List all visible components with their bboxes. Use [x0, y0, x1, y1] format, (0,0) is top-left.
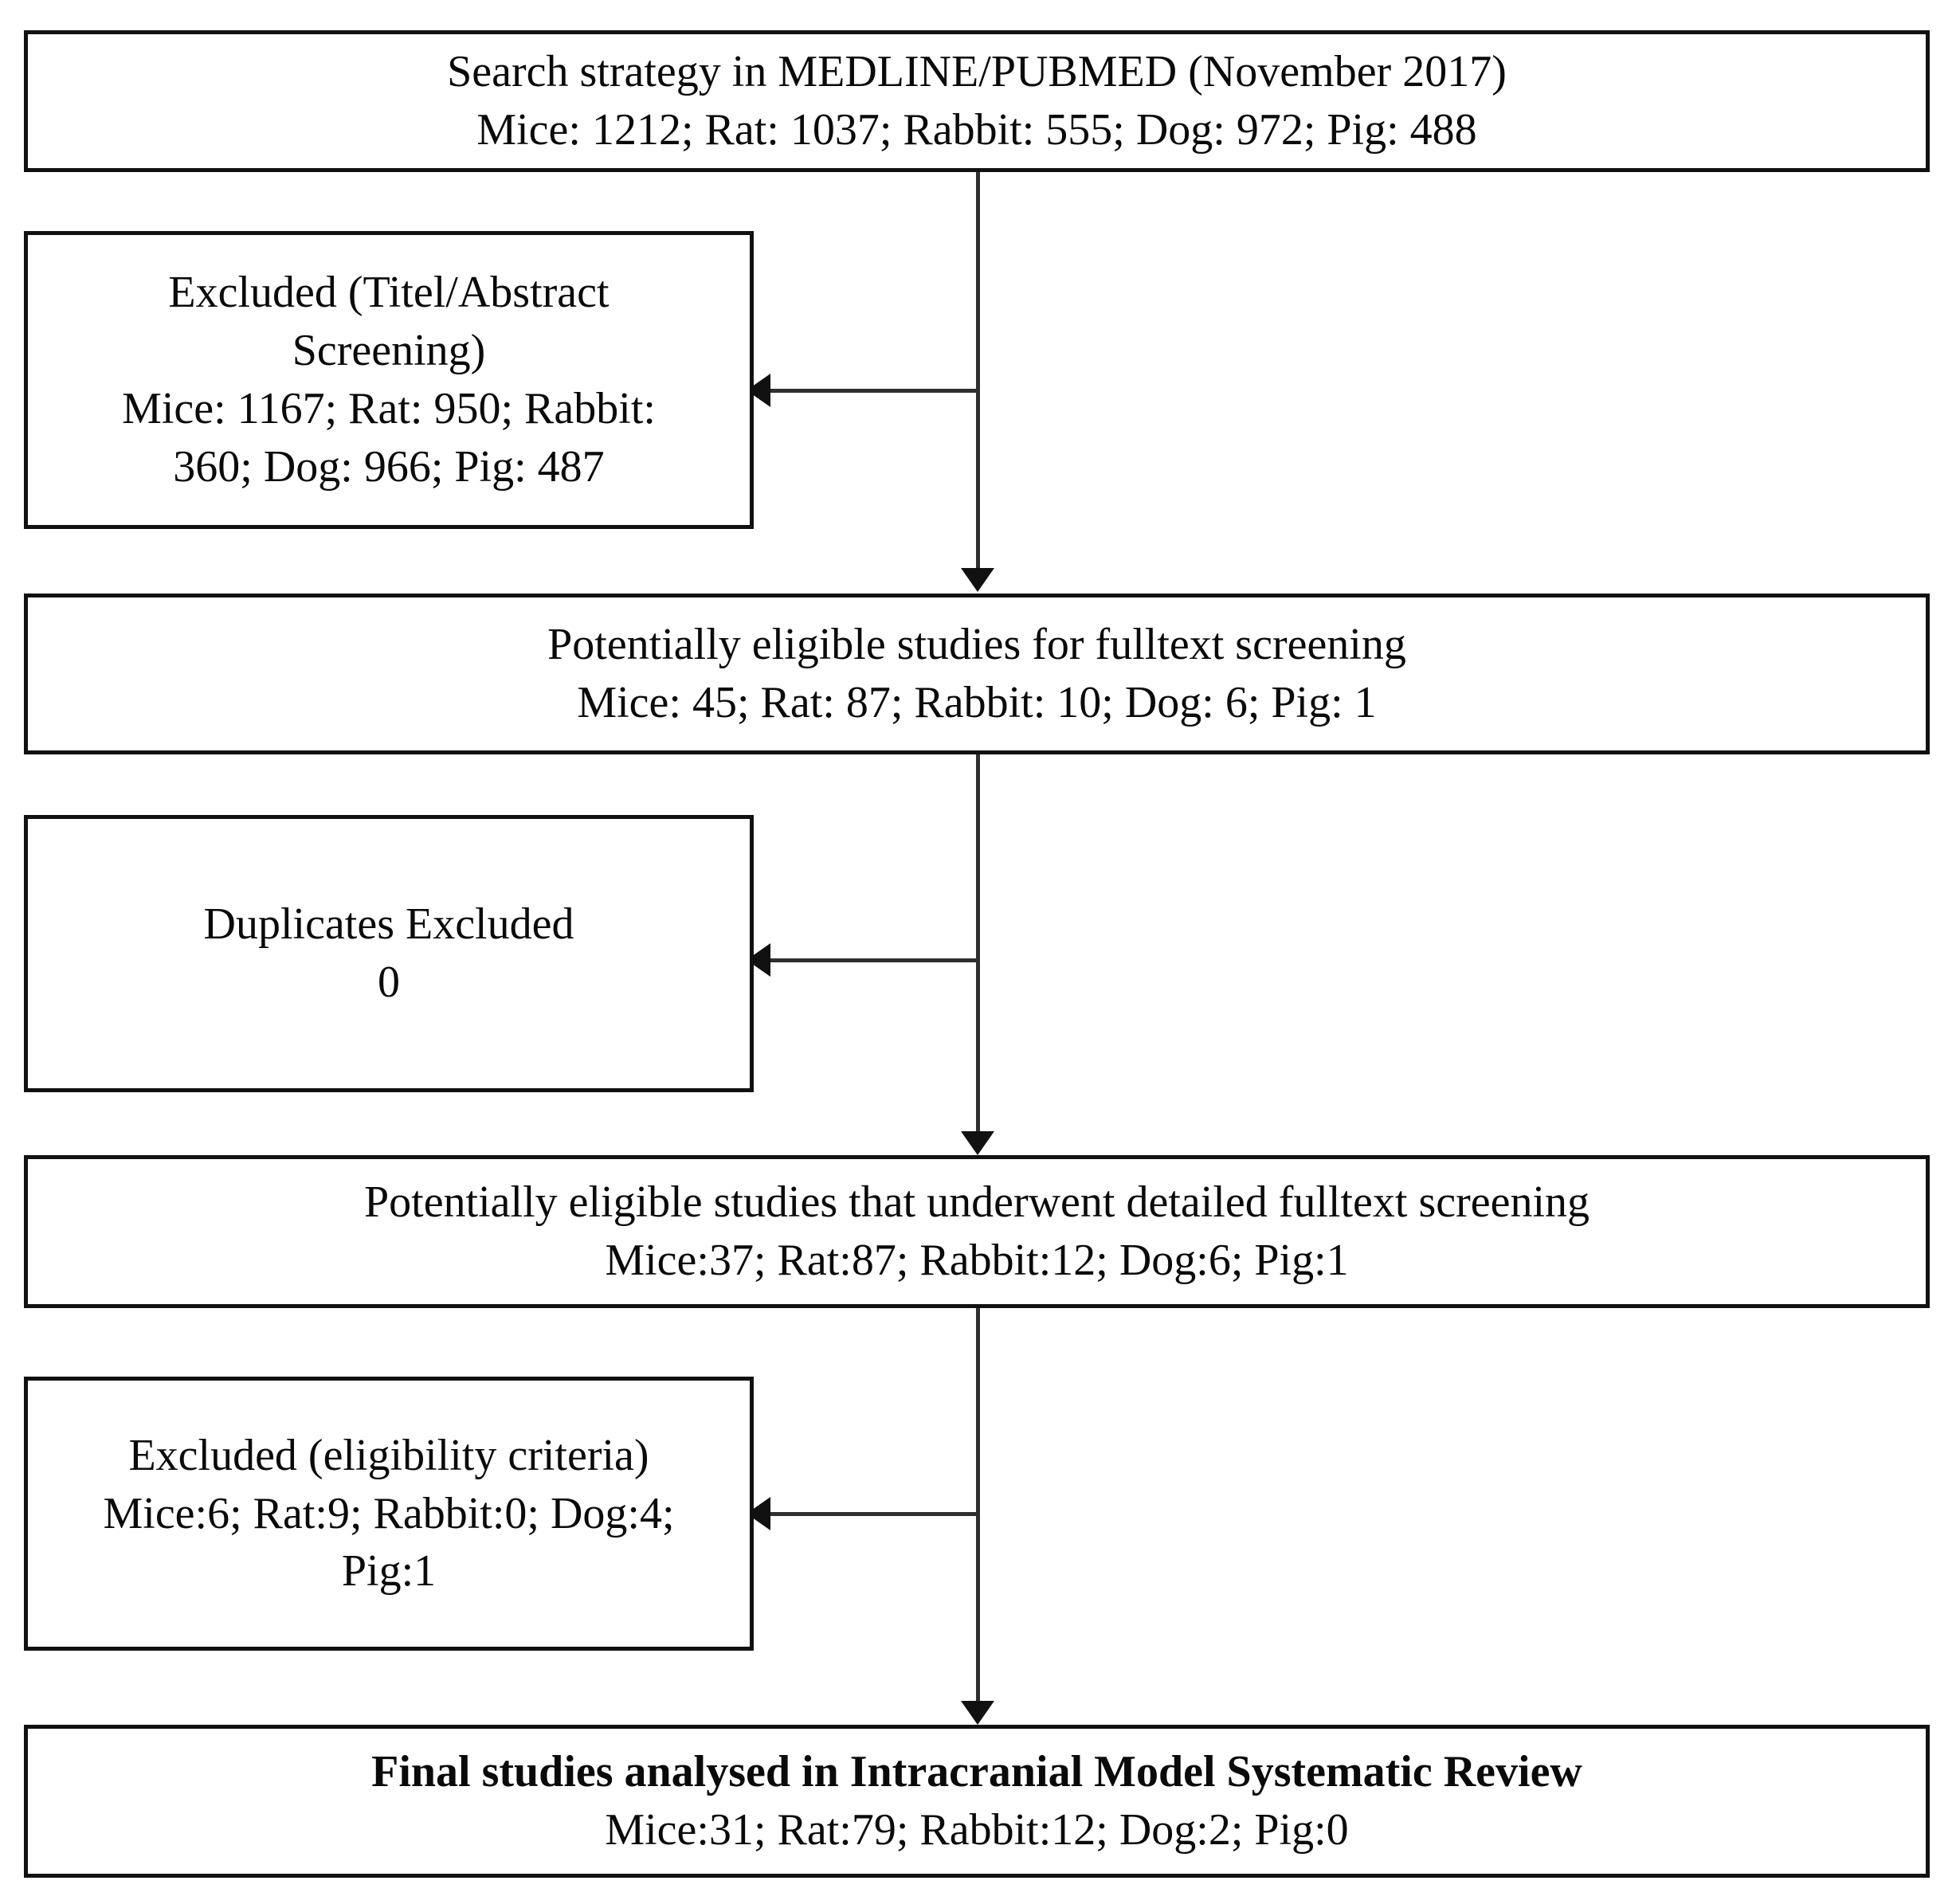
search-strategy-counts: Mice: 1212; Rat: 1037; Rabbit: 555; Dog:…: [476, 105, 1477, 155]
detailed-fulltext-title: Potentially eligible studies that underw…: [363, 1177, 1590, 1228]
connector-vertical-3: [976, 1308, 980, 1703]
excluded-ta-counts-line2: 360; Dog: 966; Pig: 487: [173, 441, 605, 492]
node-detailed-fulltext: Potentially eligible studies that underw…: [24, 1155, 1930, 1308]
node-search-strategy: Search strategy in MEDLINE/PUBMED (Novem…: [24, 30, 1930, 172]
excluded-eligibility-counts-line1: Mice:6; Rat:9; Rabbit:0; Dog:4;: [103, 1488, 675, 1538]
node-excluded-title-abstract: Excluded (Titel/Abstract Screening) Mice…: [24, 231, 754, 529]
excluded-eligibility-title: Excluded (eligibility criteria): [128, 1430, 649, 1480]
final-studies-counts: Mice:31; Rat:79; Rabbit:12; Dog:2; Pig:0: [605, 1805, 1349, 1855]
potentially-eligible-title: Potentially eligible studies for fulltex…: [547, 620, 1406, 670]
duplicates-excluded-count: 0: [378, 958, 400, 1007]
connector-horizontal-3: [767, 1512, 978, 1516]
arrowhead-down-3: [961, 1701, 994, 1725]
node-potentially-eligible: Potentially eligible studies for fulltex…: [24, 594, 1930, 754]
arrowhead-down-1: [961, 568, 994, 592]
excluded-ta-title-line2: Screening): [292, 326, 486, 376]
search-strategy-title: Search strategy in MEDLINE/PUBMED (Novem…: [447, 47, 1507, 97]
excluded-eligibility-counts-line2: Pig:1: [341, 1546, 437, 1596]
duplicates-excluded-title: Duplicates Excluded: [203, 899, 574, 950]
excluded-ta-title-line1: Excluded (Titel/Abstract: [168, 268, 610, 318]
connector-horizontal-1: [767, 389, 978, 393]
node-excluded-eligibility: Excluded (eligibility criteria) Mice:6; …: [24, 1377, 754, 1651]
excluded-ta-counts-line1: Mice: 1167; Rat: 950; Rabbit:: [122, 384, 656, 433]
arrowhead-down-2: [961, 1131, 994, 1155]
final-studies-title: Final studies analysed in Intracranial M…: [371, 1747, 1582, 1797]
connector-vertical-2: [976, 754, 980, 1134]
potentially-eligible-counts: Mice: 45; Rat: 87; Rabbit: 10; Dog: 6; P…: [577, 678, 1377, 727]
connector-vertical-1: [976, 172, 980, 570]
connector-horizontal-2: [767, 958, 978, 962]
detailed-fulltext-counts: Mice:37; Rat:87; Rabbit:12; Dog:6; Pig:1: [605, 1236, 1349, 1285]
node-final-studies: Final studies analysed in Intracranial M…: [24, 1725, 1930, 1878]
node-duplicates-excluded: Duplicates Excluded 0: [24, 815, 754, 1092]
